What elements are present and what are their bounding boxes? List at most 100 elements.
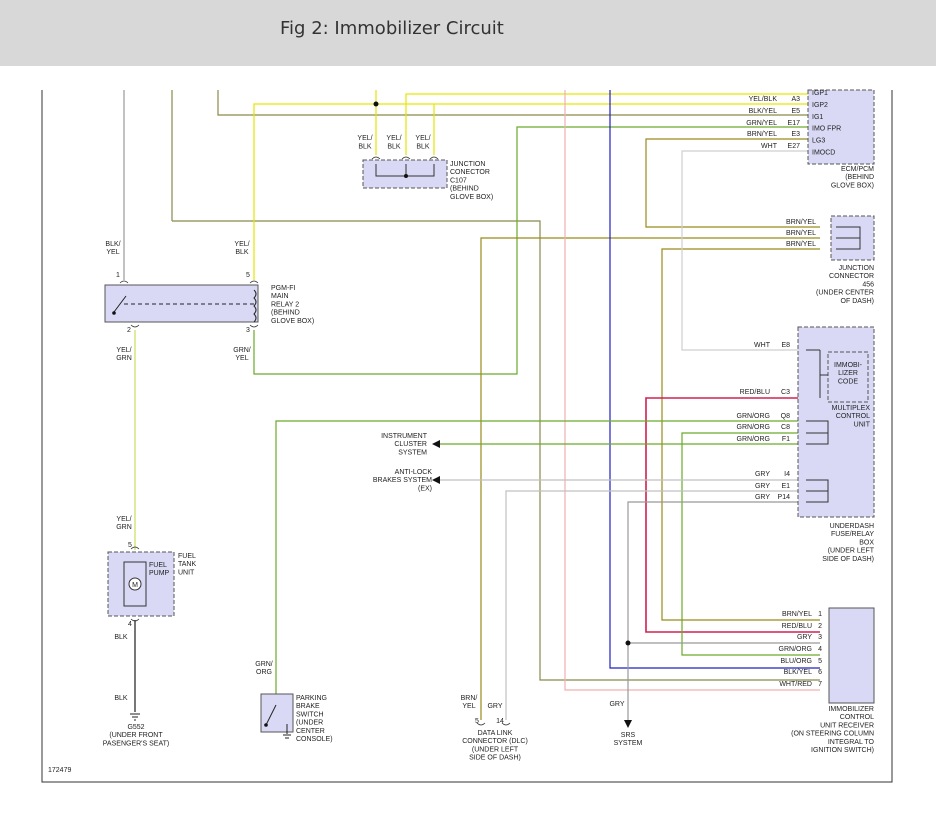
j456-wire-label: BRN/YEL (786, 241, 816, 248)
arrow-srs (624, 720, 632, 728)
ecm-pin-label: IGP2 (812, 102, 828, 109)
ground-symbol (283, 734, 291, 739)
receiver-label: UNIT RECEIVER (820, 722, 874, 729)
ecm-wire-color: GRN/YEL (746, 120, 777, 127)
receiver-wire-color: GRY (797, 634, 812, 641)
c107-label: C107 (450, 177, 467, 184)
receiver-label: (ON STEERING COLUMN (791, 731, 874, 738)
parking-brake-label: PARKING (296, 695, 327, 702)
mux-wire-pin: C3 (781, 389, 790, 396)
receiver-wire-color: RED/BLU (782, 623, 812, 630)
relay-pin: 5 (246, 272, 250, 279)
dlc-label: SIDE OF DASH) (469, 755, 521, 762)
dlc-pin: 5 (475, 718, 479, 725)
relay-switch (113, 295, 127, 313)
relay-pin: 1 (116, 272, 120, 279)
ground-label: (UNDER FRONT (109, 732, 163, 739)
abs-label: (EX) (418, 485, 432, 492)
ecm-label: ECM/PCM (841, 166, 874, 173)
srs-wire-label: GRY (609, 701, 624, 708)
figure-header: Fig 2: Immobilizer Circuit (0, 0, 936, 66)
figure-title: Fig 2: Immobilizer Circuit (280, 18, 504, 39)
motor-symbol (128, 577, 142, 591)
fuel-pump-label: PUMP (149, 570, 170, 577)
ground-label: G552 (127, 724, 144, 731)
wire-blk-yel-route (172, 220, 820, 681)
brake-wire-label: GRN/ (255, 661, 273, 668)
relay-wire-label: YEL (106, 249, 119, 256)
c107-box (362, 159, 448, 189)
receiver-label: CONTROL (840, 714, 874, 721)
wire-yel-blk-relay (253, 103, 820, 280)
srs-label: SRS (621, 732, 636, 739)
wire-brn-yel-dlc (480, 237, 820, 720)
wire-grn-org-receiver (681, 432, 820, 656)
parking-brake-label: SWITCH (296, 711, 324, 718)
ecm-wire-pin: E3 (791, 131, 800, 138)
c107-wire-label: BLK (387, 144, 401, 151)
dlc-label: (UNDER LEFT (472, 746, 519, 753)
ecm-wire-color: WHT (761, 143, 778, 150)
abs-label: ANTI-LOCK (395, 469, 433, 476)
brake-switch-lever (265, 704, 277, 726)
brake-contact (264, 723, 268, 727)
splice-dot (625, 640, 631, 646)
parking-brake-label: BRAKE (296, 703, 320, 710)
fuel-wire-label: BLK (114, 634, 128, 641)
ground-label: PASENGER'S SEAT) (103, 740, 169, 747)
receiver-wire-pin: 5 (818, 658, 822, 665)
fusebox-label: (UNDER LEFT (828, 548, 875, 555)
arrow-instrument (432, 440, 440, 448)
immobilizer-code-label: IMMOBI- (834, 362, 863, 369)
relay-label: MAIN (271, 293, 289, 300)
relay-label: GLOVE BOX) (271, 318, 314, 325)
arrow-abs (432, 476, 440, 484)
mux-wire-color: GRN/ORG (737, 424, 770, 431)
immobilizer-code-label: LIZER (838, 370, 858, 377)
mux-wire-pin: C8 (781, 424, 790, 431)
receiver-wire-pin: 1 (818, 611, 822, 618)
wire-brn-yel-receiver (661, 248, 820, 621)
mux-wire-color: GRN/ORG (737, 436, 770, 443)
mux-wire-color: GRY (755, 471, 770, 478)
c107-label: GLOVE BOX) (450, 194, 493, 201)
j456-label: 456 (862, 281, 874, 288)
relay-wire-label: BLK/ (105, 241, 120, 248)
mux-wire-color: GRN/ORG (737, 413, 770, 420)
multiplex-label: CONTROL (836, 413, 870, 420)
ecm-wire-color: BLK/YEL (749, 108, 778, 115)
fuel-pump-label: FUEL (149, 562, 167, 569)
ecm-wire-pin: E27 (788, 143, 801, 150)
parking-brake-label: (UNDER (296, 720, 323, 727)
ecm-pin-label: IGP1 (812, 90, 828, 97)
receiver-box (828, 607, 875, 704)
c107-wire-label: BLK (358, 144, 372, 151)
receiver-label: INTEGRAL TO (828, 739, 875, 746)
instrument-label: SYSTEM (398, 449, 427, 456)
relay-pin: 3 (246, 327, 250, 334)
j456-label: CONNECTOR (829, 273, 874, 280)
receiver-label: IGNITION SWITCH) (811, 747, 874, 754)
wire-grn-yel (253, 126, 820, 375)
mux-wire-pin: P14 (778, 494, 791, 501)
relay-pin: 2 (127, 327, 131, 334)
wire-gry-dlc (505, 490, 820, 720)
wire-gry-srs (627, 501, 820, 720)
dlc-wire-label: GRY (487, 703, 502, 710)
dlc-pin: 14 (496, 718, 504, 725)
mux-wire-pin: Q8 (781, 413, 790, 420)
receiver-wire-pin: 6 (818, 669, 822, 676)
diagram-frame (41, 90, 893, 783)
mux-wire-color: GRY (755, 483, 770, 490)
relay-wire-label: YEL/ (234, 241, 249, 248)
relay-wire-label: GRN (116, 355, 132, 362)
brake-wire-label: ORG (256, 669, 272, 676)
c107-wire-label: BLK (416, 144, 430, 151)
multiplex-label: MULTIPLEX (832, 405, 871, 412)
fuel-tank-label: UNIT (178, 569, 195, 576)
j456-wire-label: BRN/YEL (786, 230, 816, 237)
c107-label: CONECTOR (450, 169, 490, 176)
ecm-label: GLOVE BOX) (831, 182, 874, 189)
fusebox-label: BOX (859, 539, 874, 546)
